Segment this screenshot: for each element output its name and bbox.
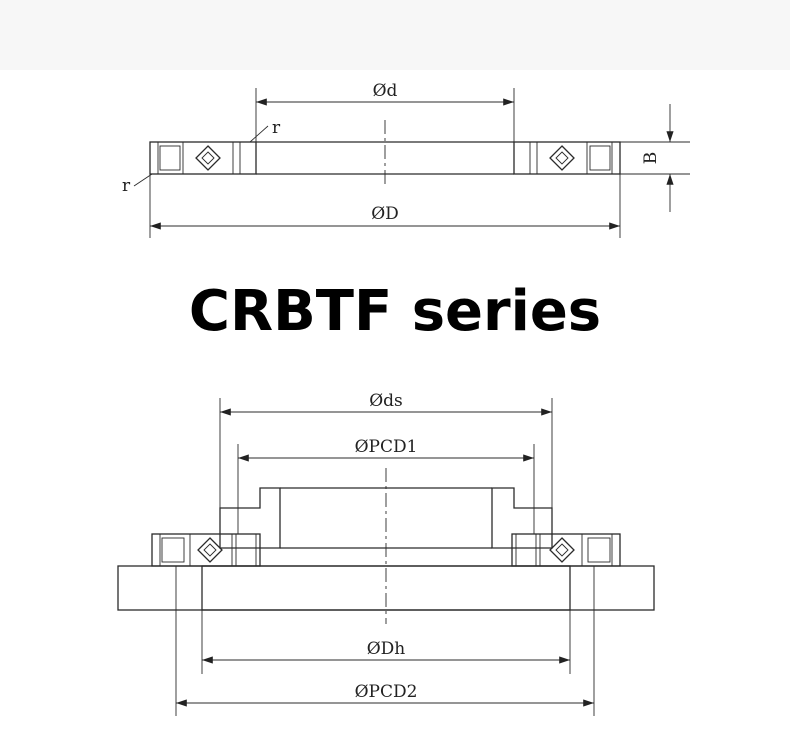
dim-label-pcd2: ØPCD2 [355,682,418,702]
dim-label-ds: Øds [369,391,403,411]
dimension-d: Ød [255,81,515,142]
dimension-pcd2: ØPCD2 [175,610,595,716]
dim-label-Dh: ØDh [367,639,406,659]
assembly-cross-section [117,468,655,624]
bearing-cross-section [149,120,621,188]
fillet-label-lower: r [122,176,131,196]
dim-label-pcd1: ØPCD1 [355,437,418,457]
dim-label-D: ØD [371,204,399,224]
series-title: CRBTF series [189,279,601,344]
dimension-pcd1: ØPCD1 [237,437,535,534]
dimension-Dh: ØDh [201,610,571,674]
dimension-B: B [620,104,690,212]
dimension-ds: Øds [219,391,553,508]
fillet-label-upper: r [272,118,281,138]
dim-label-d: Ød [373,81,398,101]
dim-label-B: B [641,152,661,165]
top-band [0,0,790,70]
fillet-leaders: r r [122,118,281,196]
dimension-D: ØD [149,174,621,238]
